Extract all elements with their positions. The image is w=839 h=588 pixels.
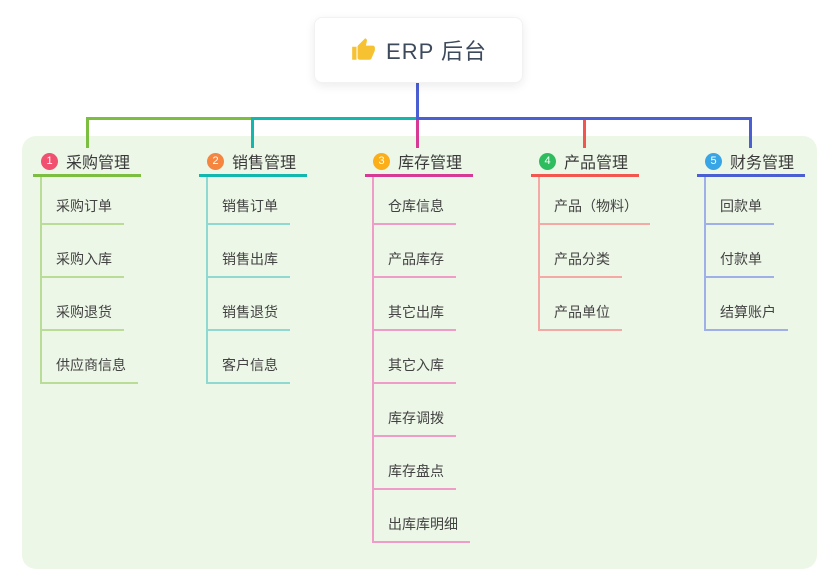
branch-children-inventory: 仓库信息 产品库存 其它出库 其它入库 库存调拨 库存盘点 出库库明细 bbox=[365, 177, 473, 543]
node-item[interactable]: 回款单 bbox=[704, 177, 774, 225]
node-item[interactable]: 采购订单 bbox=[40, 177, 124, 225]
branch-product: 4 产品管理 产品（物料） 产品分类 产品单位 bbox=[531, 148, 650, 331]
node-item-label: 出库库明细 bbox=[388, 516, 458, 532]
node-item-label: 仓库信息 bbox=[388, 198, 444, 214]
node-item[interactable]: 库存盘点 bbox=[372, 437, 456, 490]
node-item[interactable]: 采购退货 bbox=[40, 278, 124, 331]
node-item[interactable]: 其它入库 bbox=[372, 331, 456, 384]
node-item[interactable]: 出库库明细 bbox=[372, 490, 470, 543]
node-item[interactable]: 结算账户 bbox=[704, 278, 788, 331]
node-item[interactable]: 销售退货 bbox=[206, 278, 290, 331]
node-item-label: 回款单 bbox=[720, 198, 762, 214]
connector-drop-branch3 bbox=[416, 120, 419, 148]
node-item-label: 其它出库 bbox=[388, 304, 444, 320]
node-item[interactable]: 仓库信息 bbox=[372, 177, 456, 225]
connector-drop-branch2 bbox=[251, 117, 254, 148]
connector-root-stub bbox=[416, 83, 419, 120]
branch-number-badge: 4 bbox=[539, 152, 556, 170]
branch-label: 产品管理 bbox=[564, 155, 629, 172]
node-item-label: 销售出库 bbox=[222, 251, 278, 267]
branches-background-panel bbox=[22, 136, 817, 569]
connector-drop-branch4 bbox=[583, 120, 586, 148]
node-item-label: 产品分类 bbox=[554, 251, 610, 267]
node-item-label: 产品单位 bbox=[554, 304, 610, 320]
branch-header-inventory[interactable]: 3 库存管理 bbox=[365, 148, 473, 177]
node-item-label: 其它入库 bbox=[388, 357, 444, 373]
branch-children-finance: 回款单 付款单 结算账户 bbox=[697, 177, 805, 331]
branch-header-product[interactable]: 4 产品管理 bbox=[531, 148, 639, 177]
root-node-erp-backend[interactable]: ERP 后台 bbox=[314, 17, 523, 83]
node-item-label: 产品库存 bbox=[388, 251, 444, 267]
node-item[interactable]: 付款单 bbox=[704, 225, 774, 278]
node-item[interactable]: 销售出库 bbox=[206, 225, 290, 278]
node-item-label: 销售订单 bbox=[222, 198, 278, 214]
branch-header-sales[interactable]: 2 销售管理 bbox=[199, 148, 307, 177]
branch-number-badge: 2 bbox=[207, 152, 224, 170]
branch-children-procurement: 采购订单 采购入库 采购退货 供应商信息 bbox=[33, 177, 141, 384]
node-item[interactable]: 其它出库 bbox=[372, 278, 456, 331]
node-item-label: 结算账户 bbox=[720, 304, 776, 320]
connector-horizontal-branch1 bbox=[86, 117, 253, 120]
connector-horizontal-branch2 bbox=[251, 117, 418, 120]
branch-number-badge: 1 bbox=[41, 152, 58, 170]
node-item[interactable]: 采购入库 bbox=[40, 225, 124, 278]
node-item[interactable]: 供应商信息 bbox=[40, 331, 138, 384]
branch-header-procurement[interactable]: 1 采购管理 bbox=[33, 148, 141, 177]
branch-finance: 5 财务管理 回款单 付款单 结算账户 bbox=[697, 148, 805, 331]
node-item[interactable]: 库存调拨 bbox=[372, 384, 456, 437]
node-item-label: 库存盘点 bbox=[388, 463, 444, 479]
branch-number-badge: 5 bbox=[705, 152, 722, 170]
connector-drop-branch5 bbox=[749, 117, 752, 148]
branch-inventory: 3 库存管理 仓库信息 产品库存 其它出库 其它入库 库存调拨 库存盘点 出库库… bbox=[365, 148, 473, 543]
branch-procurement: 1 采购管理 采购订单 采购入库 采购退货 供应商信息 bbox=[33, 148, 141, 384]
node-item-label: 客户信息 bbox=[222, 357, 278, 373]
node-item-label: 库存调拨 bbox=[388, 410, 444, 426]
root-node-label: ERP 后台 bbox=[386, 39, 487, 64]
branch-label: 财务管理 bbox=[730, 155, 795, 172]
node-item[interactable]: 产品分类 bbox=[538, 225, 622, 278]
thumbs-up-icon bbox=[352, 38, 375, 60]
branch-label: 采购管理 bbox=[66, 155, 131, 172]
branch-children-sales: 销售订单 销售出库 销售退货 客户信息 bbox=[199, 177, 307, 384]
node-item[interactable]: 产品（物料） bbox=[538, 177, 650, 225]
branch-number-badge: 3 bbox=[373, 152, 390, 170]
branch-label: 库存管理 bbox=[398, 155, 463, 172]
node-item-label: 采购入库 bbox=[56, 251, 112, 267]
connector-drop-branch1 bbox=[86, 117, 89, 148]
branch-sales: 2 销售管理 销售订单 销售出库 销售退货 客户信息 bbox=[199, 148, 307, 384]
node-item[interactable]: 产品单位 bbox=[538, 278, 622, 331]
node-item-label: 供应商信息 bbox=[56, 357, 126, 373]
branch-header-finance[interactable]: 5 财务管理 bbox=[697, 148, 805, 177]
node-item-label: 销售退货 bbox=[222, 304, 278, 320]
node-item[interactable]: 客户信息 bbox=[206, 331, 290, 384]
branch-label: 销售管理 bbox=[232, 155, 297, 172]
node-item-label: 产品（物料） bbox=[554, 198, 638, 214]
node-item[interactable]: 销售订单 bbox=[206, 177, 290, 225]
branch-children-product: 产品（物料） 产品分类 产品单位 bbox=[531, 177, 650, 331]
node-item[interactable]: 产品库存 bbox=[372, 225, 456, 278]
node-item-label: 采购订单 bbox=[56, 198, 112, 214]
node-item-label: 付款单 bbox=[720, 251, 762, 267]
connector-horizontal-branch5 bbox=[416, 117, 752, 120]
node-item-label: 采购退货 bbox=[56, 304, 112, 320]
